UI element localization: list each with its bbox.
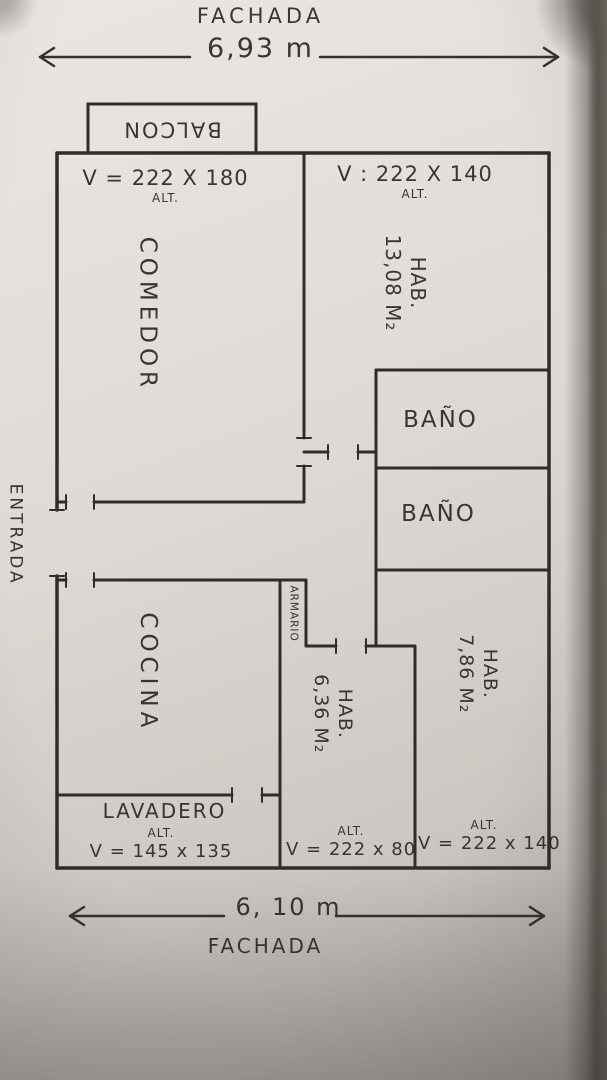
bano-1-label: BAÑO [403, 407, 478, 433]
arrowhead-left-icon [38, 46, 56, 68]
hab13-window-alt: ALT. [401, 187, 429, 202]
table-surface [587, 0, 607, 1080]
arrowhead-left-icon [68, 905, 86, 927]
hab636-window-note: ALT. V = 222 x 80 [286, 824, 416, 862]
hab636-window-alt: ALT. [337, 824, 365, 838]
lavadero-window-note: ALT. V = 145 x 135 [66, 826, 256, 864]
hab786-window-alt: ALT. [470, 818, 498, 832]
facade-bottom-label: FACHADA [207, 934, 324, 958]
hab-786-name: HAB. [478, 648, 501, 699]
hab-636-label: HAB. 6,36 M₂ [308, 652, 356, 776]
cocina-label: COCINA [134, 612, 161, 733]
lavadero-window-alt: ALT. [147, 826, 175, 840]
hab13-window-size: V : 222 X 140 [337, 162, 493, 186]
hab13-window-note: V : 222 X 140 ALT. [325, 161, 505, 202]
hab786-window-size: V = 222 x 140 [418, 833, 561, 854]
entrance-label: ENTRADA [5, 483, 26, 586]
hab-636-area: 6,36 M₂ [310, 674, 332, 754]
comedor-label: COMEDOR [134, 236, 161, 393]
lavadero-window-size: V = 145 x 135 [89, 841, 233, 862]
hab786-window-note: ALT. V = 222 x 140 [418, 818, 561, 856]
arrowhead-right-icon [528, 905, 546, 927]
lavadero-label: LAVADERO [102, 799, 227, 823]
interior-walls [55, 151, 551, 870]
armario-label: ARMARIO [287, 585, 300, 642]
balcony-label: BALCON [122, 117, 222, 142]
comedor-window-size: V = 222 X 180 [82, 166, 249, 190]
hab-13-area: 13,08 M₂ [381, 234, 405, 332]
bano-2-label: BAÑO [401, 501, 476, 527]
hab-786-label: HAB. 7,86 M₂ [453, 610, 501, 738]
hab-636-name: HAB. [333, 688, 356, 739]
balcony-outline [86, 102, 258, 155]
top-width-dimension: 6,93 m [206, 33, 314, 64]
door-opening-ticks [49, 437, 367, 803]
bottom-dimension-arrow [68, 905, 546, 927]
comedor-window-alt: ALT. [152, 191, 179, 206]
facade-top-label: FACHADA [196, 4, 325, 28]
arrowhead-right-icon [542, 46, 560, 68]
hab-13-name: HAB. [406, 256, 430, 310]
top-dimension-arrow [38, 46, 560, 68]
hab-786-area: 7,86 M₂ [455, 634, 477, 714]
hab-13-label: HAB. 13,08 M₂ [380, 216, 430, 350]
wall-segment [86, 102, 258, 155]
bottom-width-dimension: 6, 10 m [235, 893, 342, 921]
hab636-window-size: V = 222 x 80 [286, 839, 417, 860]
comedor-window-note: V = 222 X 180 ALT. [58, 165, 273, 206]
